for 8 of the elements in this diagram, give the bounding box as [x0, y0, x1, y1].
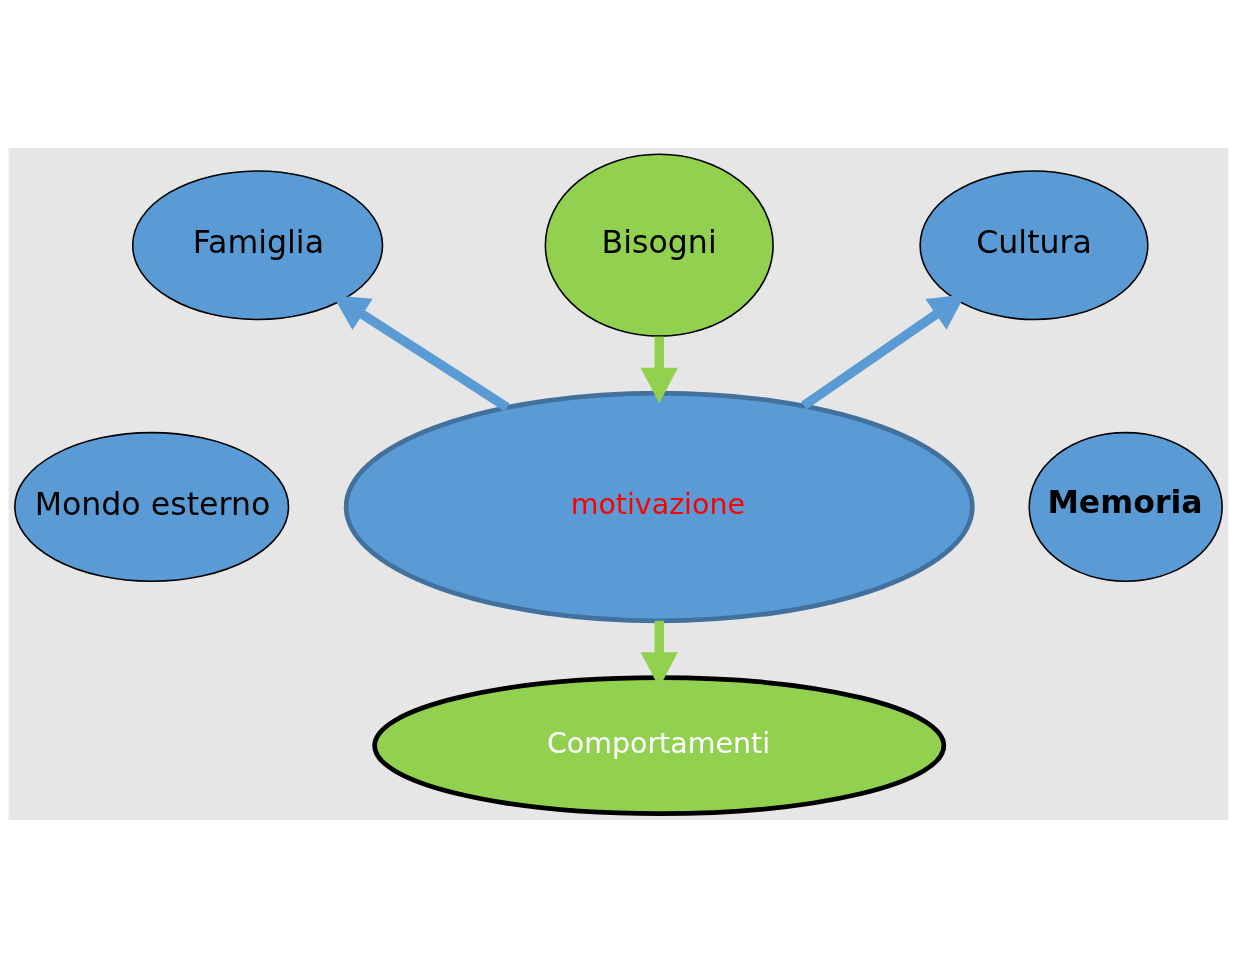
- node-ellipse: Memoria: [1028, 431, 1223, 582]
- node-ellipse: Mondo esterno: [14, 431, 290, 582]
- node-ellipse: Bisogni: [544, 153, 774, 337]
- node-ellipse: Cultura: [919, 169, 1149, 320]
- node-ellipse: motivazione: [343, 390, 975, 623]
- node-ellipse: Famiglia: [131, 169, 384, 320]
- node-ellipse: Comportamenti: [372, 674, 947, 816]
- arrow: [640, 336, 678, 403]
